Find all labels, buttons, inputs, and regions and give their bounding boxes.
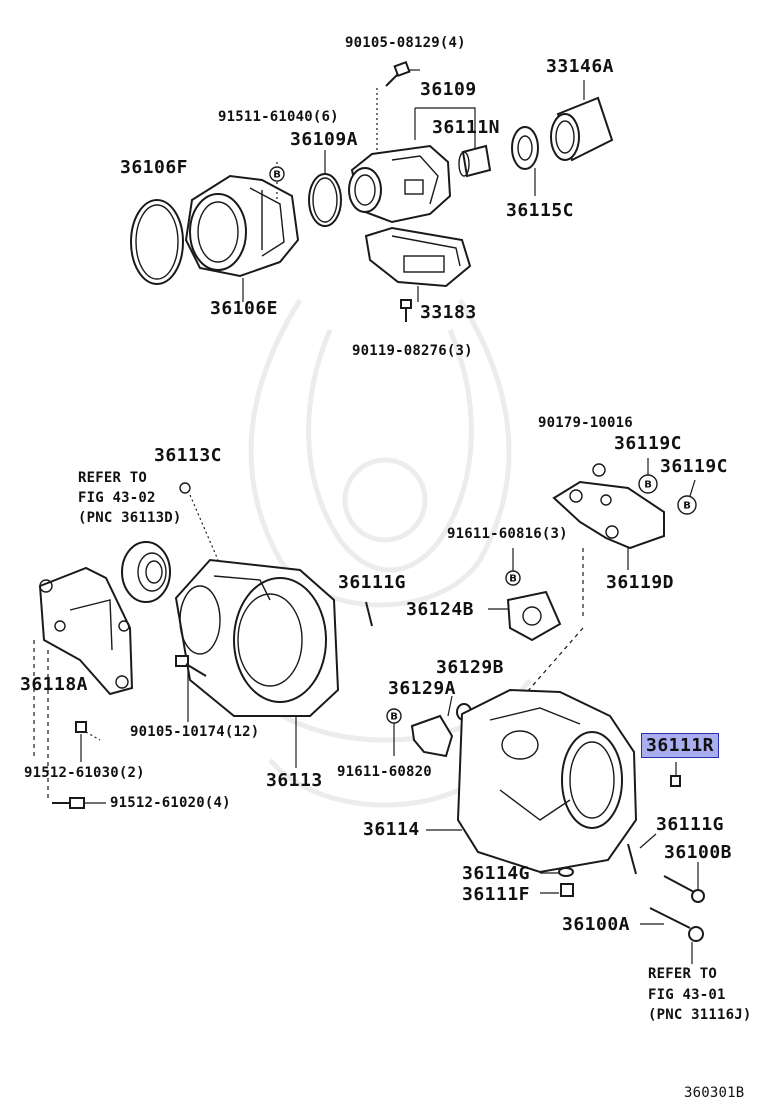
label-36111r-highlighted[interactable]: 36111R	[640, 733, 720, 758]
refer-note-fig-43-01-line1: REFER TO	[648, 966, 718, 982]
bracket-36119d[interactable]	[552, 480, 665, 550]
label-91511-61040[interactable]: 91511-61040(6)	[218, 109, 339, 125]
oil-seal-36115c[interactable]	[511, 126, 539, 170]
label-36119c-a[interactable]: 36119C	[614, 433, 683, 454]
label-36111n[interactable]: 36111N	[432, 117, 501, 138]
label-36106e[interactable]: 36106E	[210, 298, 279, 319]
bolt-symbol-letter: B	[683, 501, 691, 512]
label-36124b[interactable]: 36124B	[406, 599, 475, 620]
label-36109[interactable]: 36109	[420, 79, 477, 100]
bolt-91512-61030[interactable]	[75, 721, 101, 741]
refer-note-fig-43-02-line1: REFER TO	[78, 470, 148, 486]
bolt-90179-10016[interactable]	[592, 463, 606, 477]
drain-plug-36111f[interactable]	[560, 883, 574, 897]
label-36109a[interactable]: 36109A	[290, 129, 359, 150]
transfer-case-36113[interactable]	[174, 558, 340, 717]
bushing-36111n[interactable]	[458, 144, 492, 178]
bracket-36129a[interactable]	[410, 714, 454, 758]
label-36114g[interactable]: 36114G	[462, 863, 531, 884]
refer-note-fig-43-01-line3: (PNC 31116J)	[648, 1007, 752, 1023]
refer-note-fig-43-02-line2[interactable]: FIG 43-02	[78, 490, 156, 506]
label-36111g-b[interactable]: 36111G	[656, 814, 725, 835]
plug-36113c[interactable]	[179, 482, 191, 494]
bolt-symbol-letter: B	[273, 170, 281, 181]
label-91611-60816[interactable]: 91611-60816(3)	[447, 526, 568, 542]
bolt-90105-08129[interactable]	[385, 60, 411, 87]
label-36100b[interactable]: 36100B	[664, 842, 733, 863]
label-33183[interactable]: 33183	[420, 302, 477, 323]
label-36114[interactable]: 36114	[363, 819, 420, 840]
label-36100a[interactable]: 36100A	[562, 914, 631, 935]
pin-36111g-lower[interactable]	[627, 843, 637, 875]
label-36119c-b[interactable]: 36119C	[660, 456, 729, 477]
cover-33183[interactable]	[364, 226, 472, 288]
label-90179-10016[interactable]: 90179-10016	[538, 415, 633, 431]
label-36115c[interactable]: 36115C	[506, 200, 575, 221]
label-36129a[interactable]: 36129A	[388, 678, 457, 699]
dust-deflector-33146a[interactable]	[550, 96, 614, 162]
label-36113c[interactable]: 36113C	[154, 445, 223, 466]
label-90105-08129[interactable]: 90105-08129(4)	[345, 35, 466, 51]
bolt-symbol-91611-60820[interactable]: B	[386, 708, 402, 724]
label-36119d[interactable]: 36119D	[606, 572, 675, 593]
bolt-symbol-letter: B	[509, 574, 517, 585]
bolt-91512-61020[interactable]	[52, 797, 85, 809]
pin-36111g-upper[interactable]	[365, 601, 373, 627]
gasket-36124b[interactable]	[506, 590, 562, 642]
oil-seal-36113c[interactable]	[121, 541, 171, 603]
refer-note-fig-43-02-line3: (PNC 36113D)	[78, 510, 182, 526]
label-36118a[interactable]: 36118A	[20, 674, 89, 695]
front-case-36109[interactable]	[348, 144, 452, 224]
o-ring-36109a[interactable]	[308, 173, 342, 227]
bolt-symbol-91611-60816[interactable]: B	[505, 570, 521, 586]
label-36111f[interactable]: 36111F	[462, 884, 531, 905]
bolt-symbol-letter: B	[644, 480, 652, 491]
label-91512-61030[interactable]: 91512-61030(2)	[24, 765, 145, 781]
bolt-90105-10174[interactable]	[175, 655, 207, 677]
label-33146a[interactable]: 33146A	[546, 56, 615, 77]
label-36113[interactable]: 36113	[266, 770, 323, 791]
bolt-36100a[interactable]	[649, 907, 704, 942]
label-91512-61020[interactable]: 91512-61020(4)	[110, 795, 231, 811]
o-ring-36106f[interactable]	[130, 199, 184, 285]
refer-note-fig-43-01-line2[interactable]: FIG 43-01	[648, 987, 726, 1003]
bolt-symbol-36119c-a[interactable]: B	[638, 474, 658, 494]
label-36106f[interactable]: 36106F	[120, 157, 189, 178]
gasket-36114g[interactable]	[558, 867, 574, 877]
label-36111g-a[interactable]: 36111G	[338, 572, 407, 593]
transfer-case-36114[interactable]	[456, 688, 638, 874]
label-36129b[interactable]: 36129B	[436, 657, 505, 678]
bolt-90119-08276[interactable]	[400, 299, 412, 322]
plug-36111r[interactable]	[670, 775, 681, 787]
bracket-36118a[interactable]	[38, 566, 134, 696]
bolt-symbol-91511[interactable]: B	[269, 166, 285, 182]
label-90119-08276[interactable]: 90119-08276(3)	[352, 343, 473, 359]
extension-housing-36106e[interactable]	[184, 174, 300, 278]
label-90105-10174[interactable]: 90105-10174(12)	[130, 724, 260, 740]
bolt-symbol-36119c-b[interactable]: B	[677, 495, 697, 515]
bolt-symbol-letter: B	[390, 712, 398, 723]
label-91611-60820[interactable]: 91611-60820	[337, 764, 432, 780]
diagram-id: 360301B	[684, 1085, 745, 1101]
